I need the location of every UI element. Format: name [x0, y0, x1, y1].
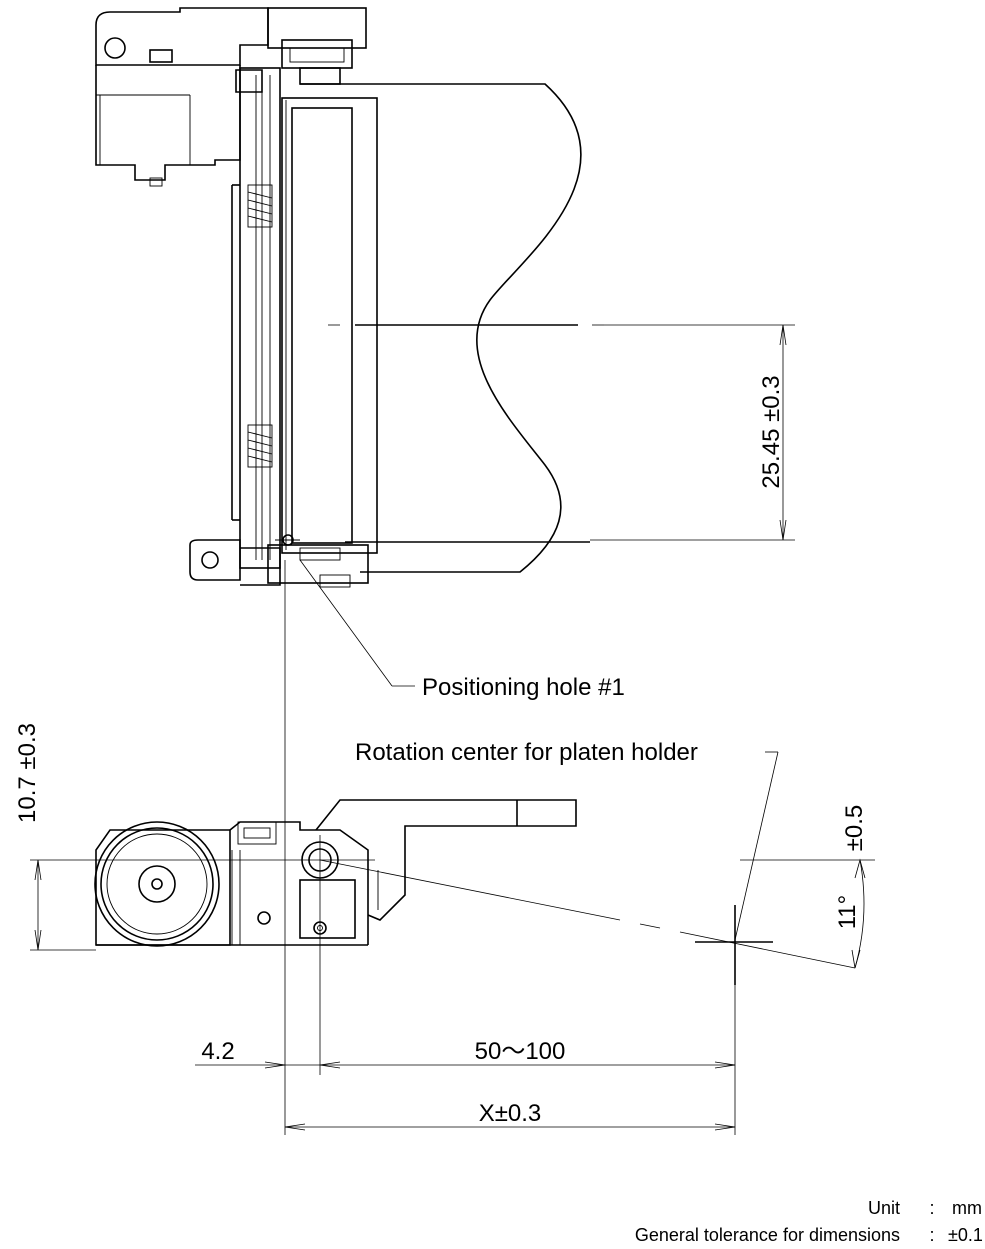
tolerance-label: General tolerance for dimensions [635, 1225, 900, 1245]
lower-spring [247, 424, 273, 468]
upper-spring [247, 184, 273, 228]
positioning-hole-label: Positioning hole #1 [422, 674, 625, 701]
dimension-4-2-label: 4.2 [201, 1038, 234, 1065]
side-view [30, 799, 856, 1135]
dimension-25-45-label: 25.45 ±0.3 [758, 375, 785, 488]
angle-tolerance-label: ±0.5 [841, 805, 868, 852]
unit-separator: : [929, 1198, 934, 1218]
rotation-center-callout: Rotation center for platen holder [355, 739, 779, 941]
dimension-10-7-label: 10.7 ±0.3 [14, 723, 41, 823]
dimension-4-2: 4.2 [195, 1038, 341, 1069]
tolerance-separator: : [929, 1225, 934, 1245]
angle-value-label: 11° [834, 895, 861, 930]
tolerance-value: ±0.1 [948, 1225, 983, 1245]
rotation-center-label: Rotation center for platen holder [355, 739, 698, 766]
dimension-25-45: 25.45 ±0.3 [758, 324, 787, 541]
unit-label: Unit [868, 1198, 900, 1218]
dimension-50-100-label: 50～100 [475, 1038, 566, 1065]
top-view [95, 7, 795, 588]
angle-dimension: 11° ±0.5 [740, 805, 875, 969]
dimension-50-100: 50～100 [320, 1038, 736, 1069]
unit-value: mm [952, 1198, 982, 1218]
dimension-x-label: X±0.3 [479, 1100, 542, 1127]
dimension-x: X±0.3 [284, 1100, 736, 1131]
dimension-10-7: 10.7 ±0.3 [14, 723, 96, 951]
drawing-notes: Unit : mm General tolerance for dimensio… [635, 1198, 983, 1245]
positioning-hole-callout: Positioning hole #1 [299, 559, 625, 701]
